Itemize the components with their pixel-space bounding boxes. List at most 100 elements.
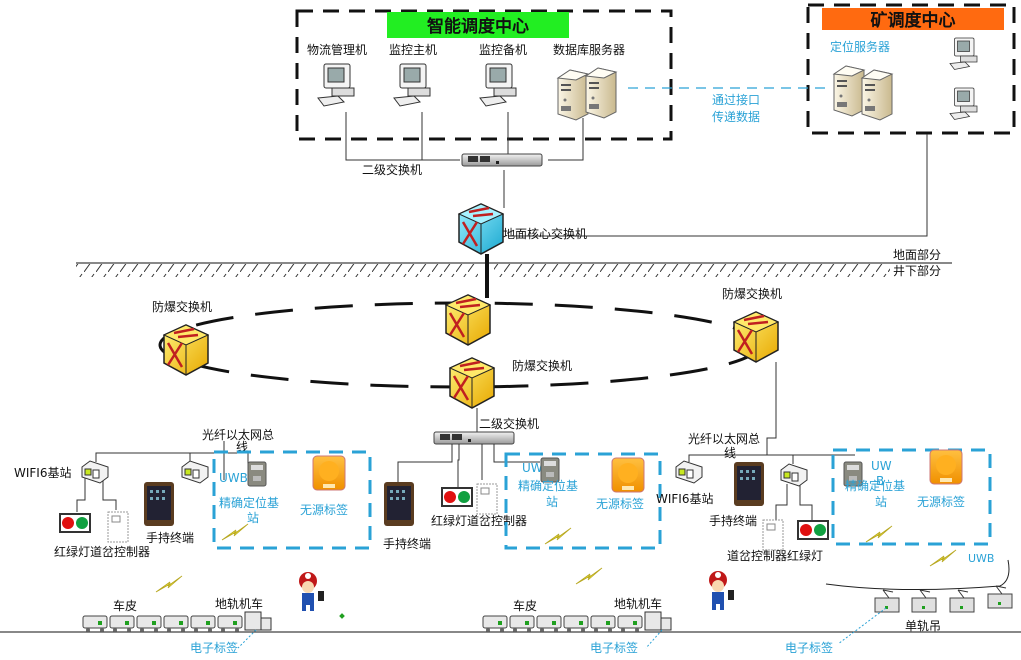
mine-center-title-bg bbox=[822, 8, 1004, 30]
left-ring-switch-label: 防爆交换机 bbox=[152, 299, 212, 314]
handheld-terminal-icon bbox=[734, 462, 764, 506]
desktop-computer-icon bbox=[949, 87, 978, 120]
left-zone-links bbox=[76, 441, 249, 512]
left-train bbox=[82, 611, 272, 633]
smart-dispatch-center: 智能调度中心 物流管理机 监控主机 监控备机 数据库服务器 bbox=[295, 9, 673, 141]
center-passive-tag-label: 无源标签 bbox=[596, 496, 644, 511]
center-uwb-zone bbox=[504, 452, 662, 550]
device-label-db-server: 数据库服务器 bbox=[553, 42, 625, 57]
passive-tag-icon bbox=[611, 457, 645, 493]
server-icon bbox=[833, 65, 865, 117]
core-switch-label: 地面核心交换机 bbox=[503, 226, 587, 241]
rail-car-icon bbox=[536, 615, 562, 633]
explosion-proof-switch-icon bbox=[732, 310, 780, 364]
center-handheld-label: 手持终端 bbox=[383, 536, 431, 551]
smart-center-boundary bbox=[295, 9, 673, 141]
second-level-switch-icon bbox=[461, 153, 543, 167]
left-uwb-label: UWB bbox=[219, 471, 248, 485]
access-switch-icon bbox=[433, 431, 515, 445]
rail-car-icon bbox=[482, 615, 508, 633]
rail-car-icon bbox=[217, 615, 243, 633]
wifi6-base-station-icon bbox=[181, 460, 209, 484]
center-ring-switch-label: 防爆交换机 bbox=[512, 358, 572, 373]
rail-car-icon bbox=[190, 615, 216, 633]
wireless-signal-icon bbox=[929, 549, 957, 567]
rail-car-icon bbox=[590, 615, 616, 633]
passive-tag-icon bbox=[929, 449, 963, 485]
mine-center-link bbox=[508, 134, 928, 237]
miner-icon bbox=[299, 572, 324, 611]
desktop-computer-icon bbox=[393, 63, 431, 107]
locomotive-icon bbox=[660, 617, 672, 631]
explosion-proof-switch-icon bbox=[444, 293, 492, 347]
server-icon bbox=[585, 67, 617, 119]
ground-boundary bbox=[76, 262, 952, 277]
center-tag-label: 电子标签 bbox=[590, 640, 638, 655]
uwb-base-station-icon bbox=[247, 461, 267, 487]
right-passive-tag-label: 无源标签 bbox=[917, 494, 965, 509]
right-tag-pointer bbox=[837, 607, 887, 645]
center-uwb-label: UW bbox=[522, 461, 543, 475]
traffic-light-icon bbox=[797, 520, 829, 540]
monorail-car-icon bbox=[949, 589, 975, 613]
monorail-car-icon bbox=[874, 589, 900, 613]
handheld-terminal-icon bbox=[144, 482, 174, 526]
left-loco-label: 地轨机车 bbox=[215, 596, 263, 611]
rail-car-icon bbox=[563, 615, 589, 633]
rail-car-icon bbox=[163, 615, 189, 633]
mine-center-title: 矿调度中心 bbox=[871, 10, 956, 31]
handheld-terminal-icon bbox=[384, 482, 414, 526]
switch-controller-icon bbox=[476, 483, 498, 515]
desktop-computer-icon bbox=[949, 37, 978, 70]
wireless-signal-icon bbox=[865, 525, 893, 543]
passive-tag-icon bbox=[312, 455, 346, 491]
explosion-proof-switch-icon bbox=[448, 356, 496, 410]
switch-controller-icon bbox=[762, 519, 784, 551]
server-icon bbox=[557, 69, 589, 121]
traffic-light-icon bbox=[59, 513, 91, 533]
underground-label: 井下部分 bbox=[893, 263, 941, 278]
wifi6-base-station-icon bbox=[780, 463, 808, 487]
right-uwb-station-line1: 精确定位基 bbox=[845, 478, 905, 493]
wifi6-base-station-icon bbox=[81, 460, 109, 484]
center-train bbox=[482, 611, 672, 633]
center-uwb-station-line1: 精确定位基 bbox=[518, 478, 578, 493]
access-switch-label: 二级交换机 bbox=[479, 416, 539, 431]
locomotive-icon bbox=[644, 611, 662, 631]
center-signal-controller-label: 红绿灯道岔控制器 bbox=[431, 513, 527, 528]
monorail-track bbox=[825, 559, 1010, 591]
interface-label-line1: 通过接口 bbox=[712, 92, 760, 107]
tag-dot bbox=[339, 613, 345, 619]
wireless-signal-icon bbox=[155, 575, 183, 593]
device-label-monitor-backup: 监控备机 bbox=[479, 43, 527, 57]
positioning-server-label: 定位服务器 bbox=[830, 39, 890, 54]
left-uwb-station-line1: 精确定位基 bbox=[219, 495, 279, 510]
right-signal-controller-label: 道岔控制器红绿灯 bbox=[727, 548, 823, 563]
wireless-signal-icon bbox=[221, 523, 249, 541]
locomotive-icon bbox=[260, 617, 272, 631]
monorail-car-icon bbox=[911, 589, 937, 613]
right-ring-switch-label: 防爆交换机 bbox=[722, 286, 782, 301]
rail-car-icon bbox=[509, 615, 535, 633]
left-uwb-zone bbox=[212, 450, 372, 550]
right-zone-links bbox=[688, 362, 855, 520]
left-signal-controller-label: 红绿灯道岔控制器 bbox=[54, 544, 150, 559]
center-zone-links bbox=[397, 444, 540, 488]
miner-icon bbox=[709, 571, 734, 610]
left-wifi-label: WIFI6基站 bbox=[14, 466, 71, 480]
wifi6-base-station-icon bbox=[675, 460, 703, 484]
center-uwb-station-line2: 站 bbox=[546, 495, 558, 509]
top-links bbox=[345, 112, 584, 208]
left-cars-label: 车皮 bbox=[113, 598, 137, 613]
right-handheld-label: 手持终端 bbox=[709, 513, 757, 528]
locomotive-icon bbox=[244, 611, 262, 631]
device-label-monitor-main: 监控主机 bbox=[389, 43, 437, 57]
mine-center-boundary bbox=[806, 3, 1016, 135]
wireless-signal-icon bbox=[575, 567, 603, 585]
surface-label: 地面部分 bbox=[893, 247, 941, 262]
rail-car-icon bbox=[109, 615, 135, 633]
right-tag-label: 电子标签 bbox=[785, 640, 833, 655]
wireless-signal-icon bbox=[544, 527, 572, 545]
right-uwb-label: UW bbox=[871, 459, 892, 473]
